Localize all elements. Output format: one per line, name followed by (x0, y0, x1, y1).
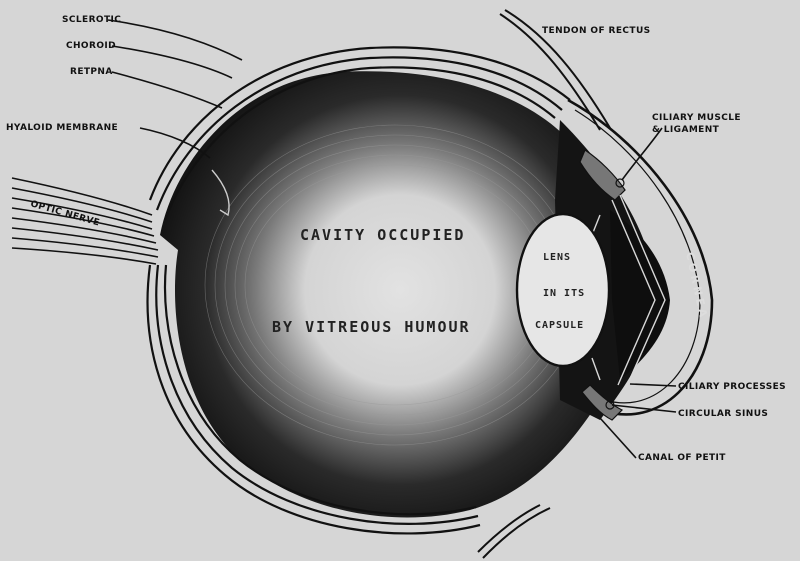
label-circular-sinus: CIRCULAR SINUS (678, 409, 768, 419)
label-hyaloid-membrane: HYALOID MEMBRANE (6, 123, 118, 133)
retina-leader (112, 72, 222, 108)
lens-text-line-3: CAPSULE (535, 320, 584, 331)
label-ciliary-processes: CILIARY PROCESSES (678, 382, 786, 392)
lens-text-line-1: LENS (543, 252, 571, 263)
label-tendon-of-rectus: TENDON OF RECTUS (542, 26, 651, 36)
label-ciliary-muscle-2: & LIGAMENT (652, 125, 720, 135)
label-sclerotic: SCLEROTIC (62, 15, 121, 25)
cavity-text-line-1: CAVITY OCCUPIED (300, 226, 465, 244)
lens-text-line-2: IN ITS (543, 288, 585, 299)
label-retina: RETPNA (70, 67, 113, 77)
cavity-text-line-2: BY VITREOUS HUMOUR (272, 318, 471, 336)
label-optic-nerve: OPTIC NERVE (29, 199, 101, 228)
label-ciliary-muscle-1: CILIARY MUSCLE (652, 113, 741, 123)
canal-of-petit-leader (600, 418, 636, 458)
label-cornea: CORNEA (683, 251, 710, 321)
label-choroid: CHOROID (66, 41, 116, 51)
choroid-leader (112, 46, 232, 78)
label-canal-of-petit: CANAL OF PETIT (638, 453, 726, 463)
sclerotic-leader (108, 20, 242, 60)
